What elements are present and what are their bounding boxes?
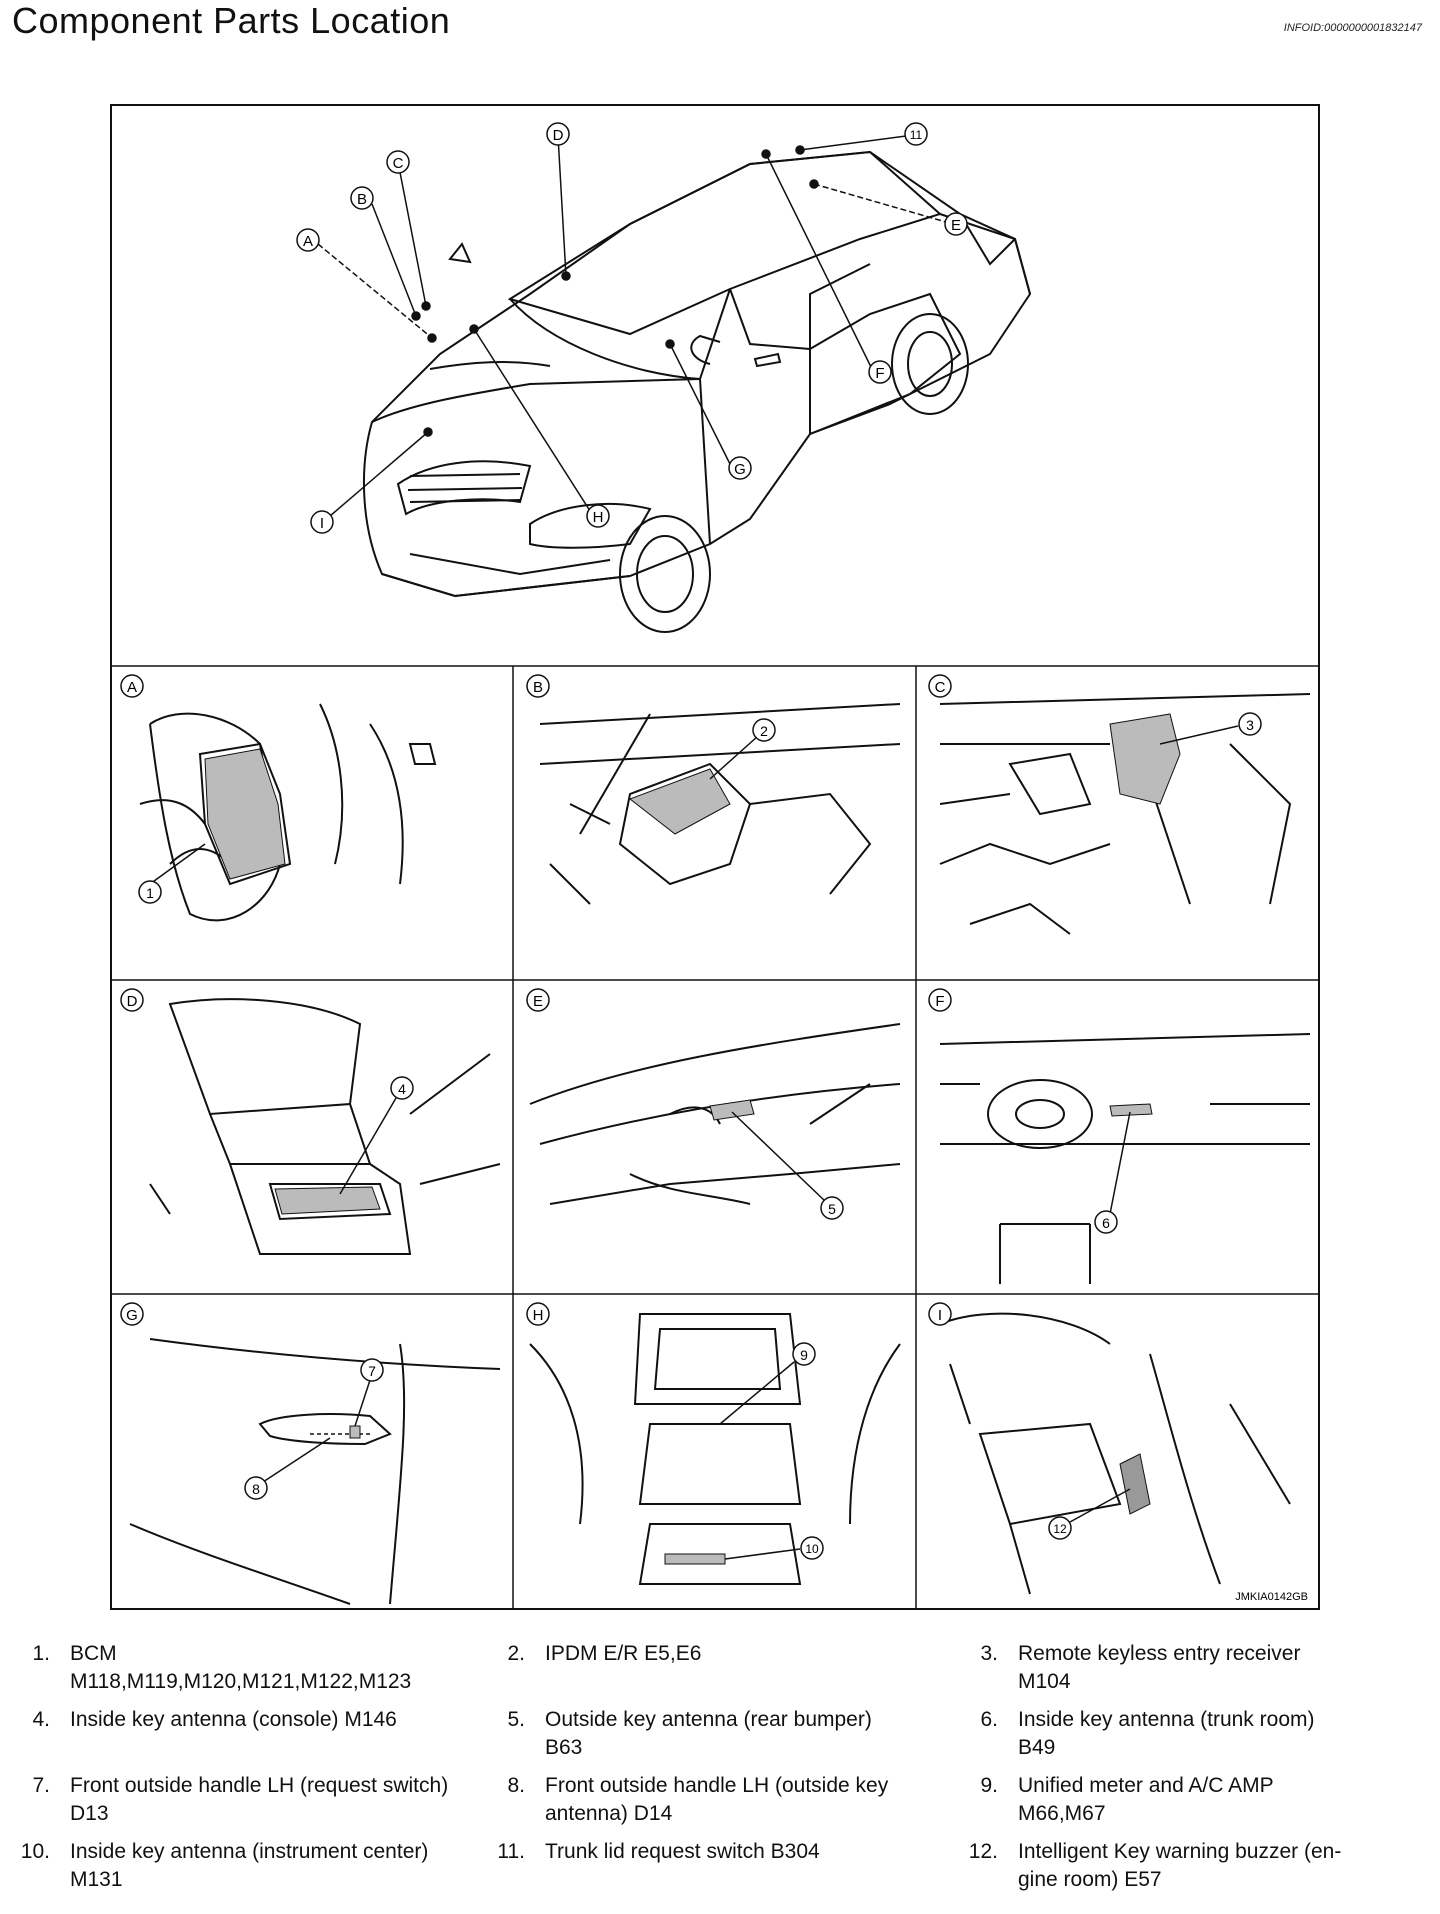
location-labels: A B C D E F G H I 11: [296, 122, 968, 534]
location-F: F: [868, 360, 892, 384]
panel-E-label: E: [533, 993, 543, 1010]
panel-B: B 2: [526, 674, 901, 905]
callout-10: 10: [805, 1542, 819, 1556]
panel-G-label: G: [126, 1307, 138, 1324]
figure-code: JMKIA0142GB: [1235, 1591, 1308, 1603]
svg-text:I: I: [320, 515, 324, 532]
callout-7: 7: [368, 1363, 376, 1379]
callout-2: 2: [760, 723, 768, 739]
svg-text:H: H: [593, 509, 604, 526]
location-G: G: [728, 456, 752, 480]
callout-3: 3: [1246, 717, 1254, 733]
figure-frame: [110, 104, 1320, 1610]
svg-text:11: 11: [910, 128, 923, 142]
panel-D: D 4: [120, 988, 501, 1255]
panel-D-label: D: [127, 993, 138, 1010]
location-B: B: [350, 186, 374, 210]
panel-C-label: C: [935, 679, 946, 696]
svg-text:C: C: [393, 155, 404, 172]
location-C: C: [386, 150, 410, 174]
page-title: Component Parts Location: [12, 0, 451, 41]
location-H: H: [586, 504, 610, 528]
location-D: D: [546, 122, 570, 146]
car-illustration: [363, 150, 1032, 633]
panel-H: H 9 10: [526, 1302, 901, 1585]
panel-H-label: H: [533, 1307, 544, 1324]
panel-F: F 6: [928, 988, 1311, 1284]
panel-B-label: B: [533, 679, 543, 696]
callout-11: 11: [904, 122, 928, 146]
panel-E: E 5: [526, 988, 901, 1220]
callout-8: 8: [252, 1481, 260, 1497]
component-location-figure: A B C D E F G H I 11 A 1: [110, 104, 1320, 1610]
panel-I: I 12: [928, 1302, 1291, 1595]
callout-9: 9: [800, 1347, 808, 1363]
svg-text:D: D: [553, 127, 564, 144]
location-A: A: [296, 228, 320, 252]
svg-text:G: G: [734, 461, 746, 478]
callout-12: 12: [1053, 1522, 1067, 1536]
svg-text:A: A: [303, 233, 313, 250]
panel-F-label: F: [935, 993, 944, 1010]
svg-text:E: E: [951, 217, 961, 234]
callout-4: 4: [398, 1081, 406, 1097]
location-leaders: [317, 135, 947, 517]
figure-svg: A B C D E F G H I 11 A 1: [110, 104, 1320, 1610]
callout-6: 6: [1102, 1215, 1110, 1231]
panel-A-label: A: [127, 679, 137, 696]
callout-5: 5: [828, 1201, 836, 1217]
location-I: I: [310, 510, 334, 534]
callout-1: 1: [146, 885, 154, 901]
panel-G: G 7 8: [120, 1302, 501, 1605]
location-E: E: [944, 212, 968, 236]
svg-text:F: F: [875, 365, 884, 382]
panel-A: A 1: [120, 674, 437, 922]
panel-I-label: I: [938, 1307, 942, 1324]
info-id: INFOID:0000000001832147: [1283, 22, 1422, 34]
panel-C: C 3: [928, 674, 1311, 935]
svg-text:B: B: [357, 191, 367, 208]
